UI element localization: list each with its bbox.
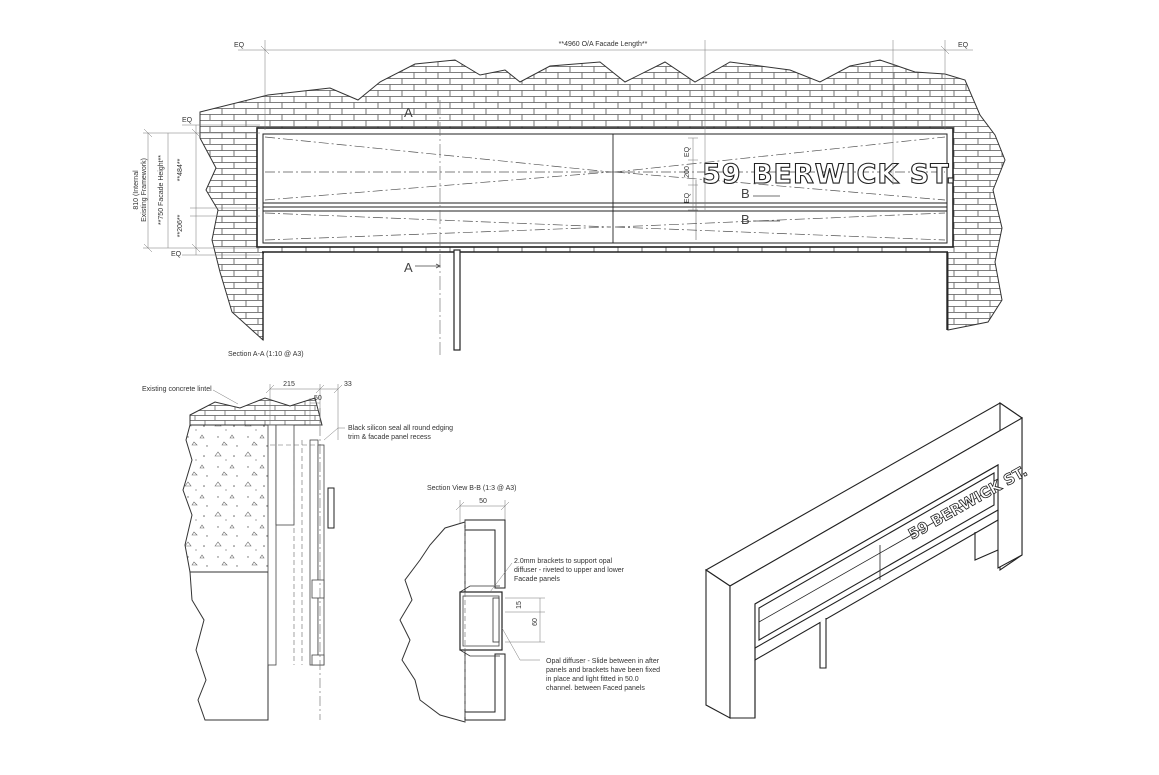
opal-note-line1: Opal diffuser - Slide between in after (546, 658, 660, 665)
lintel-detail: 215 33 50 Existing concrete lintel Black… (142, 381, 453, 721)
eq-mark-sign-top: EQ (684, 146, 691, 157)
section-aa-elevation: A A 59 BERWICK ST. B B EQ 200 EQ EQ EQ *… (133, 40, 1006, 358)
support-post (453, 249, 461, 351)
seal-note-line1: Black silicon seal all round edging (348, 425, 453, 432)
section-mark-a-bottom: A (404, 260, 413, 275)
sign-lettering: 59 BERWICK ST. (702, 159, 957, 190)
height-internal-line1: 810 (Internal (133, 170, 140, 210)
dim-60: 60 (532, 618, 539, 626)
eq-mark-right: EQ (958, 42, 969, 49)
opal-note-line2: panels and brackets have been fixed (546, 667, 660, 674)
facade-frame-inner (262, 133, 948, 244)
isometric-view: 59 BERWICK ST. (704, 401, 1031, 719)
bracket-note-line2: diffuser - riveted to upper and lower (514, 567, 625, 574)
section-bb-title: Section View B-B (1:3 @ A3) (427, 485, 516, 492)
section-bb: Section View B-B (1:3 @ A3) 50 15 60 2.0… (399, 485, 660, 723)
lower-panel-dim: **206** (177, 214, 184, 237)
dim-215: 215 (283, 381, 295, 388)
opal-note-line4: channel. between Faced panels (546, 685, 645, 692)
dim-50-lintel: 50 (314, 395, 322, 402)
opal-note-line3: in place and light fitted in 50.0 (546, 676, 639, 683)
dim-15: 15 (516, 601, 523, 609)
section-aa-title: Section A-A (1:10 @ A3) (228, 351, 304, 358)
eq-mark-sign-bottom: EQ (684, 192, 691, 203)
eq-mark-height-top: EQ (182, 117, 193, 124)
dim-200: 200 (684, 166, 691, 178)
seal-note-line2: trim & facade panel recess (348, 434, 431, 441)
overall-length-dim: **4960 O/A Facade Length** (559, 41, 648, 48)
upper-panel-dim: **484** (177, 158, 184, 181)
facade-height-dim: **750 Facade Height** (158, 155, 165, 225)
bracket-note-line3: Facade panels (514, 576, 560, 583)
eq-mark-left: EQ (234, 42, 245, 49)
height-internal-line2: Existing Framework) (141, 158, 148, 222)
section-mark-a-top: A (404, 105, 413, 120)
dim-50-section: 50 (479, 498, 487, 505)
section-mark-b-top: B (741, 186, 750, 201)
eq-mark-height-bottom: EQ (171, 251, 182, 258)
lintel-label: Existing concrete lintel (142, 386, 212, 393)
section-mark-b-bottom: B (741, 212, 750, 227)
bracket-note-line1: 2.0mm brackets to support opal (514, 558, 612, 565)
dim-33: 33 (344, 381, 352, 388)
